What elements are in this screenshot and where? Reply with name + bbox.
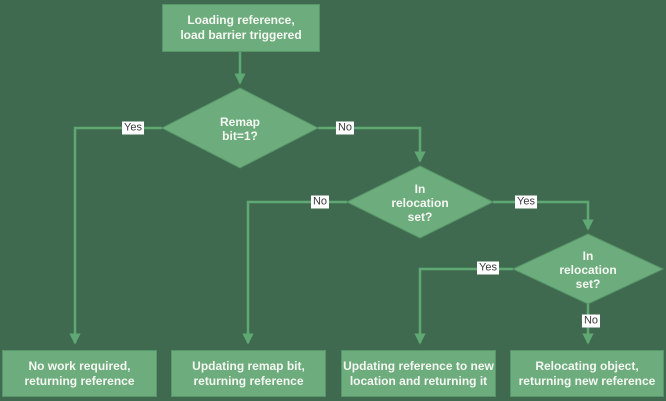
edge-relocation2-yes-to-updating-reference xyxy=(414,267,513,345)
edge-remap-yes-to-no-work xyxy=(69,126,162,345)
edge-relocation1-yes-to-relocation2 xyxy=(493,200,594,231)
edge-label-relocation1-yes: Yes xyxy=(515,195,537,209)
decision-remap-bit-shape xyxy=(160,87,320,169)
edge-label-relocation1-no: No xyxy=(310,195,330,209)
decision-in-relocation-set-1-shape xyxy=(345,165,495,239)
edge-label-relocation2-yes: Yes xyxy=(477,261,499,275)
decision-in-relocation-set-2-shape xyxy=(511,233,665,305)
node-no-work-required: No work required, returning reference xyxy=(2,350,157,397)
node-updating-reference: Updating reference to new location and r… xyxy=(341,350,496,397)
edge-label-remap-no: No xyxy=(335,121,355,135)
node-start: Loading reference, load barrier triggere… xyxy=(162,4,320,52)
node-relocating-object: Relocating object, returning new referen… xyxy=(510,350,664,397)
node-updating-remap-bit: Updating remap bit, returning reference xyxy=(171,350,326,397)
edge-remap-no-to-relocation1 xyxy=(318,126,426,163)
edge-label-remap-yes: Yes xyxy=(122,121,144,135)
edge-relocation1-no-to-updating-remap xyxy=(242,200,347,345)
edge-label-relocation2-no: No xyxy=(581,314,601,328)
